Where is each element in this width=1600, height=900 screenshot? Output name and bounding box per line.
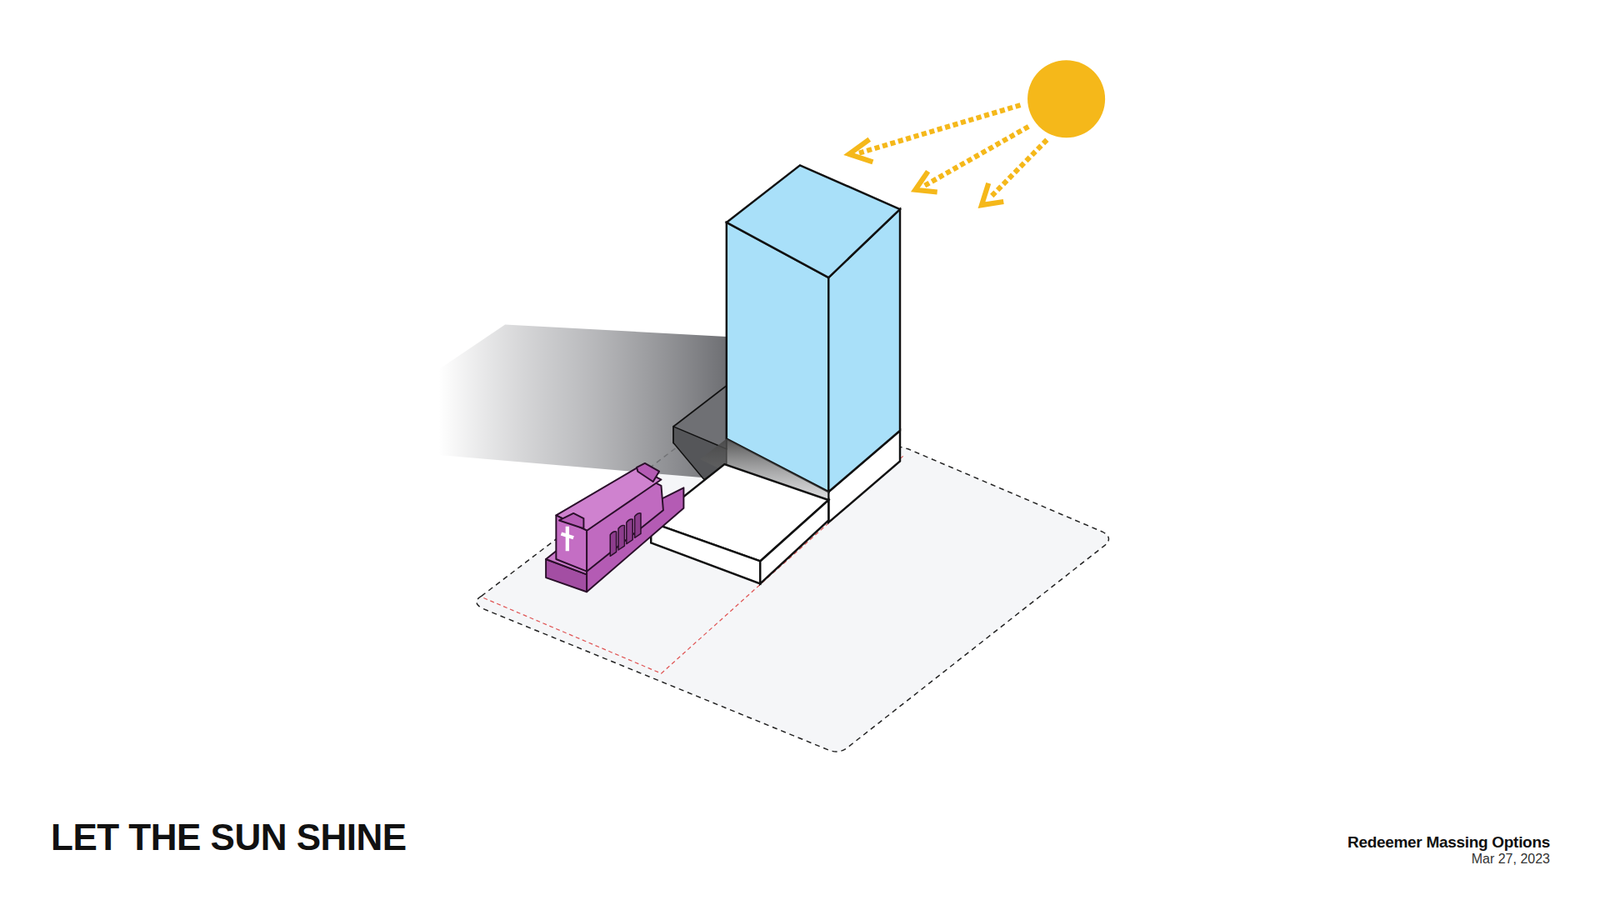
- plinth-side: [760, 500, 829, 584]
- slide-title: LET THE SUN SHINE: [50, 816, 407, 859]
- date-label: Mar 27, 2023: [1347, 851, 1550, 867]
- sun-rays: [849, 105, 1048, 205]
- tower-top: [726, 165, 900, 278]
- meta-block: Redeemer Massing OptionsMar 27, 2023: [1347, 833, 1550, 867]
- plinth-front: [650, 522, 760, 584]
- project-name: Redeemer Massing Options: [1347, 833, 1550, 852]
- sun: [1027, 60, 1105, 138]
- church: [545, 463, 684, 592]
- cast-shadow: [439, 324, 727, 480]
